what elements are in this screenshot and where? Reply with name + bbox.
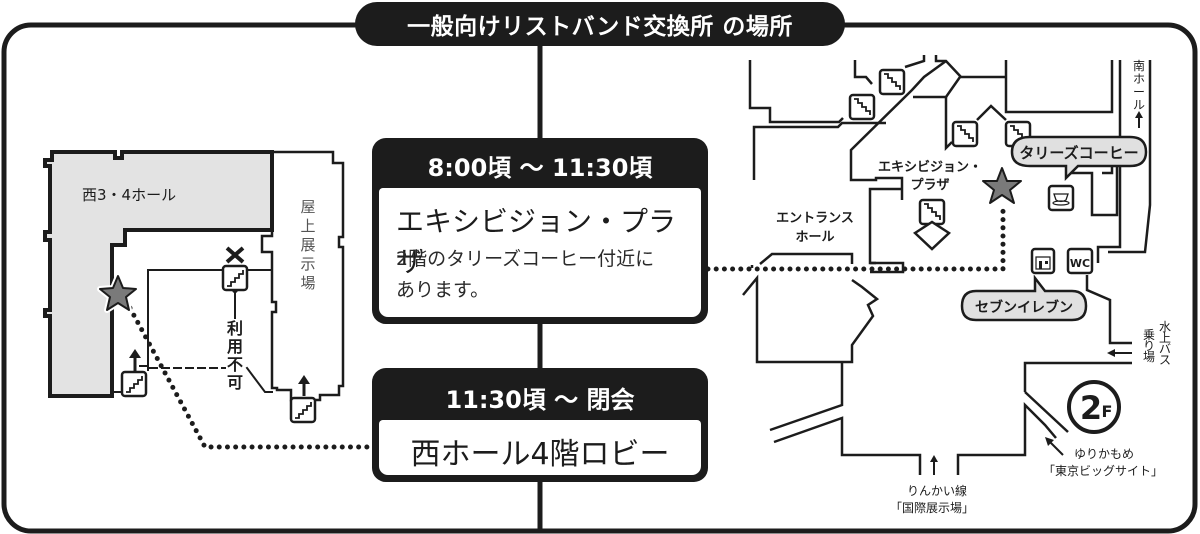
left-map (43, 150, 345, 402)
vertical-char: ス (1159, 353, 1171, 367)
seven-eleven-callout: セブンイレブン (960, 274, 1088, 322)
up-arrow-icon (298, 375, 310, 396)
time-range: 11:30頃 〜 閉会 (445, 386, 635, 414)
escalator-icon (221, 264, 249, 292)
vertical-char: 可 (227, 373, 243, 392)
place-description: 2階のタリーズコーヒー付近に あります。 (396, 244, 654, 306)
waterbus-label: 水上バス 乗り場 (1143, 320, 1171, 367)
rinkai-label-2: 「国際展示場」 (890, 501, 974, 515)
escalator-icon (120, 370, 148, 398)
vertical-char: 場 (300, 274, 315, 292)
yurikamome-label-2: 「東京ビッグサイト」 (1043, 464, 1163, 478)
yurikamome-label-1: ゆりかもめ (1074, 447, 1134, 461)
closed-x-icon (225, 246, 245, 264)
wc-icon: WC (1066, 247, 1094, 275)
svg-text:WC: WC (1070, 257, 1090, 270)
place-name: 西ホール4階ロビー (410, 437, 670, 472)
page-title: 一般向けリストバンド交換所 の場所 (355, 2, 845, 46)
unavailable-label: 利用不可 (227, 319, 243, 392)
vertical-char: 場 (1143, 350, 1155, 364)
vertical-char: 上 (1159, 331, 1171, 345)
connector-line (245, 366, 273, 393)
plaza-label-2: プラザ (910, 178, 949, 193)
convenience-store-icon (1030, 247, 1056, 275)
vertical-char: ホ (1133, 72, 1145, 86)
vertical-char: ル (1133, 98, 1145, 112)
svg-text:乗り場: 乗り場 (1143, 328, 1155, 364)
escalator-icon (878, 68, 906, 96)
rooftop-label: 屋上展示場 (300, 198, 315, 292)
vertical-char: 水 (1159, 320, 1171, 334)
entrance-label-2: ホール (795, 230, 834, 245)
place-name: エキシビジョン・プラザ (396, 205, 677, 278)
vertical-char: 乗 (1143, 328, 1155, 342)
svg-text:屋上展示場: 屋上展示場 (300, 198, 315, 292)
escalator-icon (289, 396, 317, 424)
svg-text:2: 2 (1080, 389, 1102, 427)
star-marker (982, 167, 1022, 204)
route-dotted-left (127, 305, 375, 450)
svg-text:利用不可: 利用不可 (227, 319, 243, 392)
up-arrow-icon (930, 455, 938, 475)
description-line: 2階のタリーズコーヒー付近に (396, 248, 655, 270)
schedule-body: 西ホール4階ロビー (379, 420, 701, 475)
floor-badge: 2 F (1067, 380, 1121, 434)
tullys-label: タリーズコーヒー (1019, 144, 1138, 162)
vertical-char: ー (1133, 85, 1145, 99)
vertical-char: 上 (300, 217, 315, 235)
time-range: 8:00頃 〜 11:30頃 (427, 154, 653, 182)
south-hall-label: 南ホール (1133, 58, 1145, 112)
entrance-label-1: エントランス (776, 211, 854, 226)
vertical-char: 示 (300, 255, 315, 273)
schedule-box-morning: 8:00頃 〜 11:30頃 エキシビジョン・プラザ 2階のタリーズコーヒー付近… (372, 138, 708, 324)
escalator-icon (951, 120, 979, 148)
vertical-char: 屋 (300, 198, 315, 216)
vertical-char: 利 (227, 319, 243, 338)
west-hall-shape (43, 150, 274, 398)
vertical-char: 用 (227, 337, 243, 356)
tullys-callout: タリーズコーヒー (1010, 135, 1148, 182)
vertical-char: 南 (1133, 58, 1145, 73)
seven-label: セブンイレブン (975, 299, 1073, 316)
schedule-box-afternoon: 11:30頃 〜 閉会 西ホール4階ロビー (372, 368, 708, 482)
hall-label: 西3・4ホール (82, 186, 176, 204)
escalator-icon (848, 93, 876, 121)
vertical-char: 展 (300, 236, 315, 254)
rinkai-label-1: りんかい線 (907, 483, 967, 498)
svg-text:F: F (1102, 402, 1113, 421)
escalator-down-icon (912, 198, 952, 251)
vertical-char: バ (1159, 342, 1171, 356)
schedule-body: エキシビジョン・プラザ 2階のタリーズコーヒー付近に あります。 (379, 188, 701, 317)
up-arrow-icon (129, 349, 141, 371)
route-dotted-right (705, 203, 1006, 272)
inner-corridor (147, 269, 273, 371)
svg-text:南ホール: 南ホール (1133, 58, 1145, 112)
description-line: あります。 (396, 279, 490, 301)
diagonal-arrow-icon (1045, 437, 1064, 456)
star-marker-inner (99, 275, 137, 311)
plaza-label-1: エキシビジョン・ (878, 159, 982, 175)
left-arrow-icon (1107, 349, 1132, 357)
coffee-cup-icon (1047, 184, 1075, 212)
vertical-char: 不 (227, 355, 243, 374)
up-arrow-icon (1135, 111, 1143, 128)
vertical-char: り (1143, 339, 1155, 353)
svg-text:水上バス: 水上バス (1159, 320, 1171, 367)
